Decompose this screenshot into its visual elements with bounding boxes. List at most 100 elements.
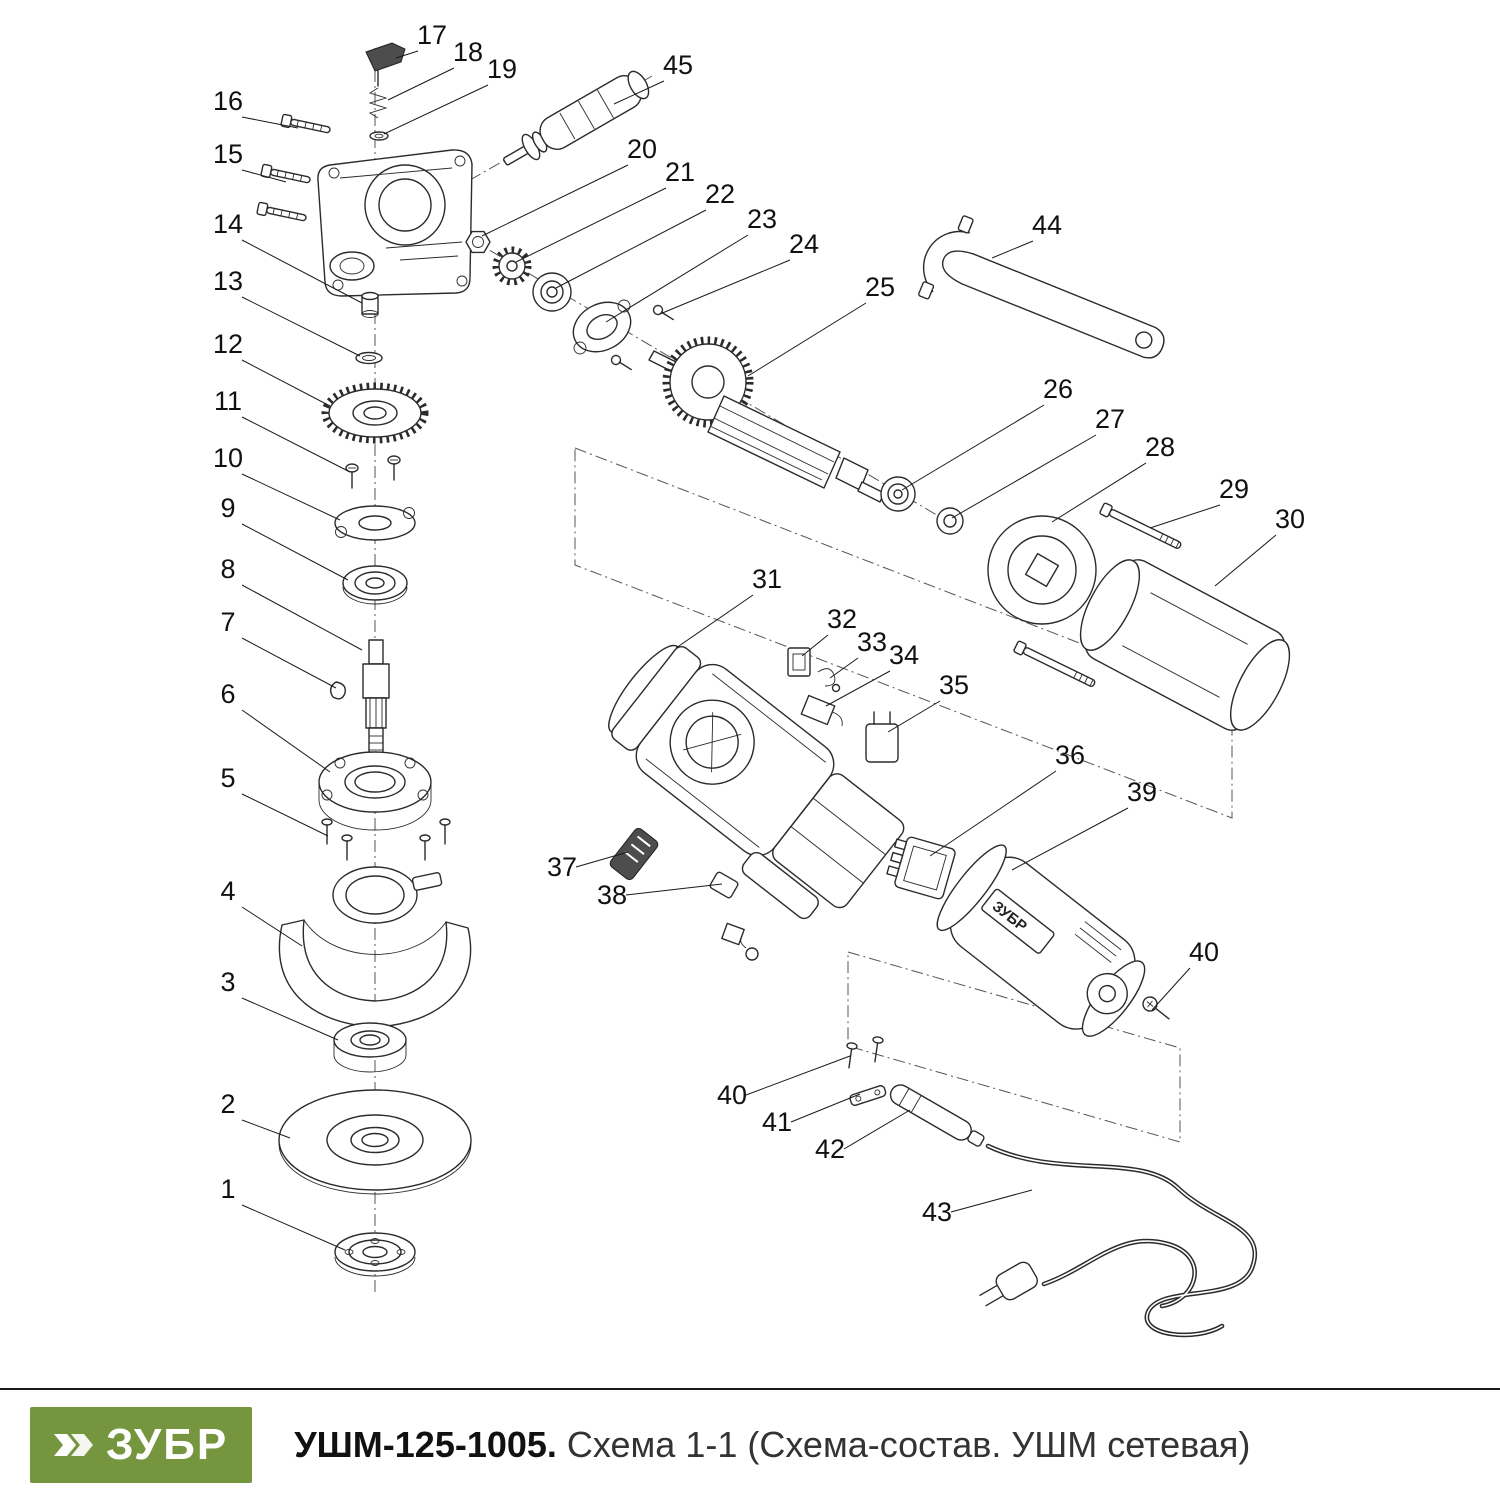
- part-bearing-plate: [572, 299, 632, 355]
- part-capacitor: [865, 711, 899, 763]
- callout-15: 15: [213, 139, 287, 183]
- callout-12: 12: [213, 329, 331, 407]
- footer: ЗУБР УШМ-125-1005. Схема 1-1 (Схема-сост…: [0, 1388, 1500, 1500]
- part-carbon-brush: [800, 694, 843, 727]
- zubr-logo-box: ЗУБР: [30, 1407, 253, 1483]
- part-grinding-wheel: [278, 1089, 472, 1195]
- callout-7: 7: [220, 607, 337, 689]
- svg-text:42: 42: [815, 1134, 845, 1164]
- svg-text:32: 32: [827, 604, 857, 634]
- callout-25: 25: [747, 272, 895, 377]
- callout-28: 28: [1051, 432, 1175, 523]
- callout-31: 31: [675, 564, 782, 649]
- svg-text:37: 37: [547, 852, 577, 882]
- svg-text:30: 30: [1275, 504, 1305, 534]
- callout-45: 45: [613, 50, 693, 105]
- svg-text:22: 22: [705, 179, 735, 209]
- svg-text:1: 1: [220, 1174, 235, 1204]
- callout-35: 35: [887, 670, 969, 733]
- part-air-baffle: [987, 515, 1097, 625]
- callout-36: 36: [929, 740, 1085, 857]
- callout-40: 40: [717, 1055, 851, 1110]
- callout-11: 11: [214, 386, 351, 473]
- svg-text:35: 35: [939, 670, 969, 700]
- callout-13: 13: [213, 266, 361, 357]
- part-spindle-bearing: [342, 565, 408, 605]
- callout-6: 6: [220, 679, 331, 773]
- part-gear-housing: [317, 149, 473, 297]
- callout-33: 33: [829, 627, 887, 679]
- part-washer: [355, 351, 383, 365]
- part-switch-slider: [609, 827, 659, 881]
- part-bearing-flange: [318, 751, 432, 831]
- svg-text:15: 15: [213, 139, 243, 169]
- callout-10: 10: [213, 443, 341, 521]
- part-lock-washer: [369, 131, 389, 141]
- svg-text:11: 11: [214, 386, 242, 416]
- svg-text:5: 5: [220, 763, 235, 793]
- part-brush-spring: [817, 668, 841, 693]
- svg-text:4: 4: [220, 876, 235, 906]
- svg-text:38: 38: [597, 880, 627, 910]
- part-flange-screws: [345, 455, 401, 489]
- callout-22: 22: [555, 179, 735, 289]
- part-front-bearing: [532, 272, 572, 312]
- brand-name: ЗУБР: [106, 1420, 229, 1469]
- part-spindle-lock-button: [365, 42, 406, 87]
- part-switch: [886, 836, 956, 900]
- part-through-bolts: [1013, 502, 1182, 687]
- svg-text:33: 33: [857, 627, 887, 657]
- callout-18: 18: [387, 37, 483, 101]
- callout-42: 42: [815, 1109, 911, 1164]
- part-pinion-gear: [492, 246, 532, 286]
- callout-3: 3: [220, 967, 339, 1041]
- zubr-arrow-icon: [54, 1434, 93, 1456]
- part-flange-plate: [334, 505, 416, 541]
- svg-text:24: 24: [789, 229, 819, 259]
- part-wheel-guard: [278, 866, 472, 1028]
- svg-text:31: 31: [752, 564, 782, 594]
- part-bevel-gear: [321, 382, 429, 444]
- callout-34: 34: [825, 640, 919, 707]
- callout-23: 23: [605, 204, 777, 323]
- callout-40: 40: [1151, 937, 1219, 1011]
- svg-text:20: 20: [627, 134, 657, 164]
- callout-44: 44: [991, 210, 1062, 259]
- svg-text:29: 29: [1219, 474, 1249, 504]
- svg-text:8: 8: [220, 554, 235, 584]
- part-side-handle: [503, 70, 650, 166]
- svg-text:43: 43: [922, 1197, 952, 1227]
- svg-text:6: 6: [220, 679, 235, 709]
- part-cord-clamp: [849, 1085, 887, 1106]
- svg-text:36: 36: [1055, 740, 1085, 770]
- part-cover-screw: [1142, 996, 1170, 1020]
- part-rear-cover: ЗУБР: [936, 844, 1146, 1037]
- callout-4: 4: [220, 876, 303, 947]
- svg-text:23: 23: [747, 204, 777, 234]
- svg-text:17: 17: [417, 20, 447, 50]
- part-cord-sleeve: [889, 1084, 985, 1147]
- svg-text:7: 7: [220, 607, 235, 637]
- callout-14: 14: [213, 209, 363, 304]
- part-rear-bearing: [880, 476, 916, 512]
- svg-text:9: 9: [220, 493, 235, 523]
- svg-text:25: 25: [865, 272, 895, 302]
- svg-text:21: 21: [665, 157, 695, 187]
- svg-text:40: 40: [717, 1080, 747, 1110]
- svg-text:12: 12: [213, 329, 243, 359]
- svg-text:27: 27: [1095, 404, 1125, 434]
- svg-text:2: 2: [220, 1089, 235, 1119]
- part-brush-holder: [787, 647, 811, 677]
- scheme-subtitle: Схема 1-1 (Схема-состав. УШМ сетевая): [556, 1424, 1251, 1465]
- svg-text:40: 40: [1189, 937, 1219, 967]
- part-plate-screws: [610, 304, 674, 371]
- callout-20: 20: [481, 134, 657, 237]
- part-flange-nut: [334, 1232, 416, 1277]
- callout-38: 38: [597, 880, 723, 910]
- svg-text:41: 41: [762, 1107, 792, 1137]
- callout-21: 21: [515, 157, 695, 263]
- svg-text:28: 28: [1145, 432, 1175, 462]
- part-power-cord: [979, 1143, 1258, 1338]
- callout-2: 2: [220, 1089, 291, 1139]
